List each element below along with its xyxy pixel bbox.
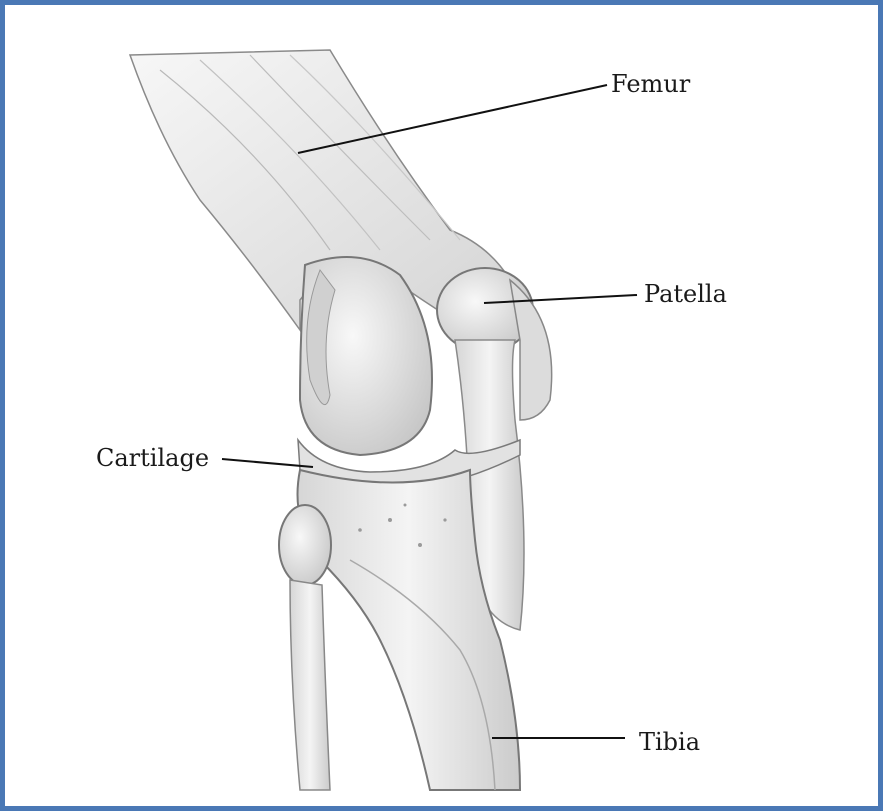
tibia-label: Tibia	[639, 730, 700, 754]
fibula-head	[279, 505, 331, 585]
fibula-shaft	[290, 580, 330, 790]
cartilage-label: Cartilage	[96, 446, 209, 470]
femur-label: Femur	[611, 72, 690, 96]
patella-label: Patella	[644, 282, 727, 306]
